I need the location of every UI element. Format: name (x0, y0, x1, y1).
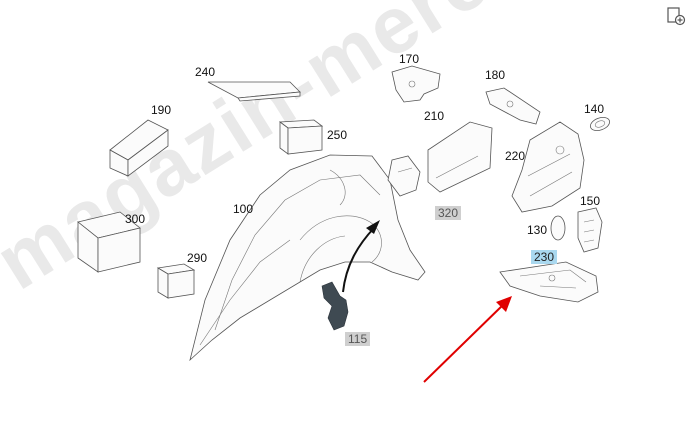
add-to-page-icon[interactable] (666, 6, 686, 26)
part-180[interactable] (485, 87, 541, 125)
part-190[interactable] (109, 119, 169, 177)
callout-210[interactable]: 210 (424, 109, 445, 123)
part-300[interactable] (77, 211, 141, 273)
callout-115[interactable]: 115 (345, 332, 371, 346)
part-170[interactable] (391, 65, 441, 103)
part-115[interactable] (321, 281, 349, 331)
part-100[interactable] (189, 154, 426, 362)
part-220[interactable] (511, 121, 585, 213)
callout-190[interactable]: 190 (151, 103, 172, 117)
callout-100[interactable]: 100 (233, 202, 254, 216)
callout-320[interactable]: 320 (435, 206, 462, 220)
part-290[interactable] (156, 263, 196, 299)
callout-130[interactable]: 130 (527, 223, 548, 237)
callout-230[interactable]: 230 (531, 250, 558, 264)
part-150[interactable] (577, 207, 603, 253)
part-230[interactable] (499, 261, 599, 303)
callout-150[interactable]: 150 (580, 194, 601, 208)
part-240[interactable] (207, 81, 301, 102)
part-250[interactable] (278, 119, 324, 155)
part-140[interactable] (589, 115, 612, 133)
part-320[interactable] (387, 155, 421, 197)
red-pointer-arrow (423, 296, 512, 383)
callout-300[interactable]: 300 (125, 212, 146, 226)
callout-140[interactable]: 140 (584, 102, 605, 116)
part-130[interactable] (550, 215, 566, 241)
callout-290[interactable]: 290 (187, 251, 208, 265)
callout-180[interactable]: 180 (485, 68, 506, 82)
callout-170[interactable]: 170 (399, 52, 420, 66)
callout-240[interactable]: 240 (195, 65, 216, 79)
part-210[interactable] (427, 121, 493, 193)
callout-250[interactable]: 250 (327, 128, 348, 142)
callout-220[interactable]: 220 (505, 149, 526, 163)
